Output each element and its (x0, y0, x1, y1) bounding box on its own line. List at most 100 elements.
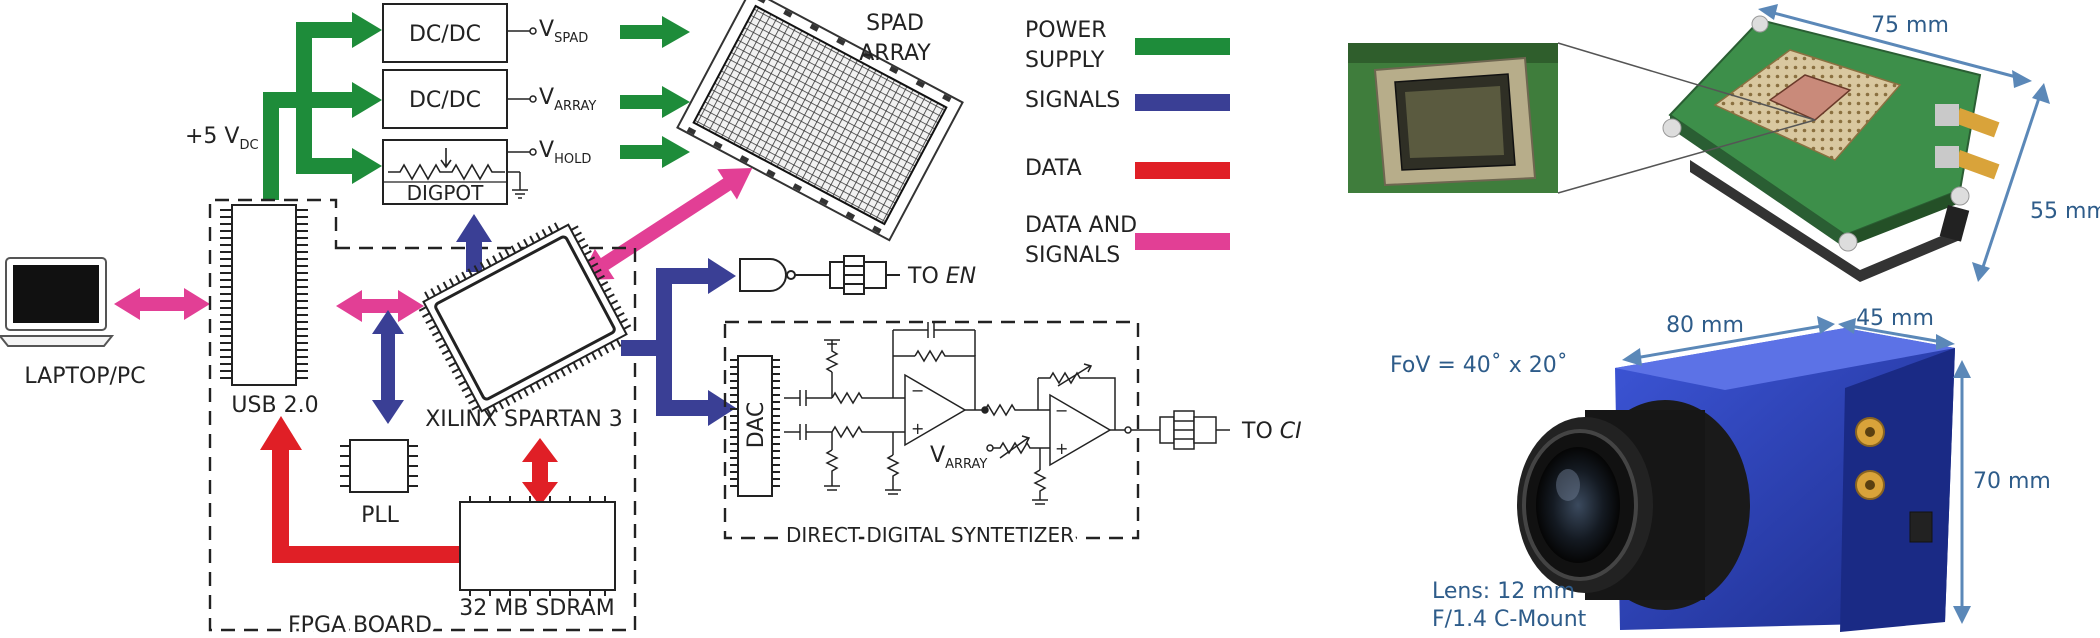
data-paths (260, 416, 558, 563)
dcdc-spad-block: DC/DC (382, 3, 508, 63)
dac-label: DAC (744, 402, 769, 449)
legend-item-label: DATA AND SIGNALS (1025, 213, 1137, 268)
sdram-arrow-down (522, 482, 558, 506)
fpga-board-outline (208, 198, 637, 632)
laptop-icon (0, 257, 115, 347)
v-array-label: VARRAY (539, 85, 596, 114)
en-gate-connector (739, 255, 900, 295)
fpga-spad-arrow-up (717, 168, 753, 200)
camera-depth-label: 45 mm (1856, 306, 1934, 331)
digpot-label: DIGPOT (407, 181, 485, 205)
legend-item: SIGNALS (1025, 88, 1230, 113)
resistor-zigzag (388, 163, 505, 181)
legend-item-line: SUPPLY (1025, 48, 1105, 73)
camera-dimensions (1622, 316, 1971, 624)
camera-sma-connector-icon (1855, 417, 1885, 500)
usb-fpga-arrow-right (398, 290, 424, 322)
dds-circuit: − + − + (784, 322, 1230, 505)
lens-spec-line1: Lens: 12 mm (1432, 579, 1575, 604)
pll-arrow-up (372, 310, 404, 334)
legend-swatch (1135, 162, 1230, 179)
nand-gate-icon (739, 258, 787, 292)
legend-swatch (1135, 38, 1230, 55)
ci-connector-icon (1159, 416, 1175, 444)
camera-usb-port-icon (1909, 511, 1933, 543)
legend-item: POWER SUPPLY (1025, 18, 1230, 73)
laptop-usb-arrow-right (184, 288, 210, 320)
fpga-dds-arrow (708, 390, 736, 426)
legend-swatch (1135, 233, 1230, 250)
fov-label: FoV = 40˚ x 20˚ (1390, 353, 1568, 378)
pll-arrow-down (372, 400, 404, 424)
power-branch-dcdc-array (296, 92, 354, 108)
legend-item-label: SIGNALS (1025, 88, 1120, 113)
svg-text:+: + (911, 419, 924, 438)
dac-chip: DAC (730, 355, 780, 497)
lens-spec-line2: F/1.4 C-Mount (1432, 607, 1587, 632)
power-trunk-usb (263, 95, 279, 200)
usb-fpga-arrow-left (336, 290, 362, 322)
to-en-label: TO EN (907, 264, 976, 289)
fpga-digpot-arrow (456, 214, 492, 242)
dcdc-spad-label: DC/DC (409, 22, 481, 47)
v-hold-label: VHOLD (539, 138, 591, 167)
legend-item-label: POWER SUPPLY (1025, 18, 1107, 73)
usb-label: USB 2.0 (231, 393, 318, 418)
sdram-usb-arrow (260, 416, 302, 450)
legend-item: DATA AND SIGNALS (1025, 213, 1230, 268)
board-dimensions (1758, 4, 2050, 282)
sdram-label: 32 MB SDRAM (459, 596, 614, 621)
legend-item-line: DATA AND (1025, 213, 1137, 238)
pll-chip (340, 439, 418, 493)
dcdc-array-label: DC/DC (409, 88, 481, 113)
legend-item-label: DATA (1025, 156, 1082, 181)
digpot-block: DIGPOT (382, 139, 528, 205)
legend-item-line: POWER (1025, 18, 1107, 43)
signal-paths (372, 214, 736, 426)
camera-height-label: 70 mm (1973, 469, 2051, 494)
legend: POWER SUPPLY SIGNALS DATA DATA AND SIGNALS (1025, 18, 1230, 268)
svg-text:+: + (1055, 439, 1068, 458)
power-branch-dcdc-spad (296, 22, 354, 38)
ground-icon (512, 172, 528, 199)
dds-outline (723, 320, 1140, 540)
camera-width-label: 80 mm (1666, 313, 1744, 338)
legend-item-line: SIGNALS (1025, 243, 1120, 268)
legend-item: DATA (1025, 156, 1230, 181)
voltage-labels: VSPAD VARRAY VHOLD +5 VDC (185, 17, 596, 167)
die-zoom-inset (1348, 42, 1816, 194)
laptop-usb-arrow-left (114, 288, 140, 320)
power-arrow-dcdc-spad (352, 12, 382, 48)
board-photo (1662, 15, 2000, 282)
power-arrow-varray (662, 86, 690, 118)
xilinx-fpga-chip (418, 222, 632, 416)
power-arrow-vspad (662, 16, 690, 48)
sdram-arrow-up (522, 438, 558, 462)
power-arrow-dcdc-array (352, 82, 382, 118)
legend-item-line: DATA (1025, 156, 1082, 181)
dds-varray-label: VARRAY (930, 443, 987, 472)
fpga-en-arrow (708, 258, 736, 294)
en-connector-icon (829, 261, 845, 289)
power-branch-digpot (296, 158, 354, 174)
pll-label: PLL (361, 503, 400, 528)
legend-item-line: SIGNALS (1025, 88, 1120, 113)
dcdc-array-block: DC/DC (382, 69, 508, 129)
plus5v-label: +5 VDC (185, 124, 259, 153)
camera-lens-icon (1517, 400, 1750, 610)
usb-chip (220, 204, 308, 386)
sensor-die (1768, 74, 1852, 121)
to-ci-label: TO CI (1241, 419, 1302, 444)
fpga-board-label: FPGA BOARD (288, 613, 432, 638)
power-arrow-digpot (352, 148, 382, 184)
sdram-chip (459, 496, 616, 596)
v-spad-label: VSPAD (539, 17, 588, 46)
laptop-label: LAPTOP/PC (24, 364, 145, 389)
board-width-label: 75 mm (1871, 13, 1949, 38)
spad-array-chip (676, 0, 964, 242)
power-arrow-vhold (662, 136, 690, 168)
sma-connector-icon (1935, 104, 2000, 180)
legend-swatch (1135, 94, 1230, 111)
